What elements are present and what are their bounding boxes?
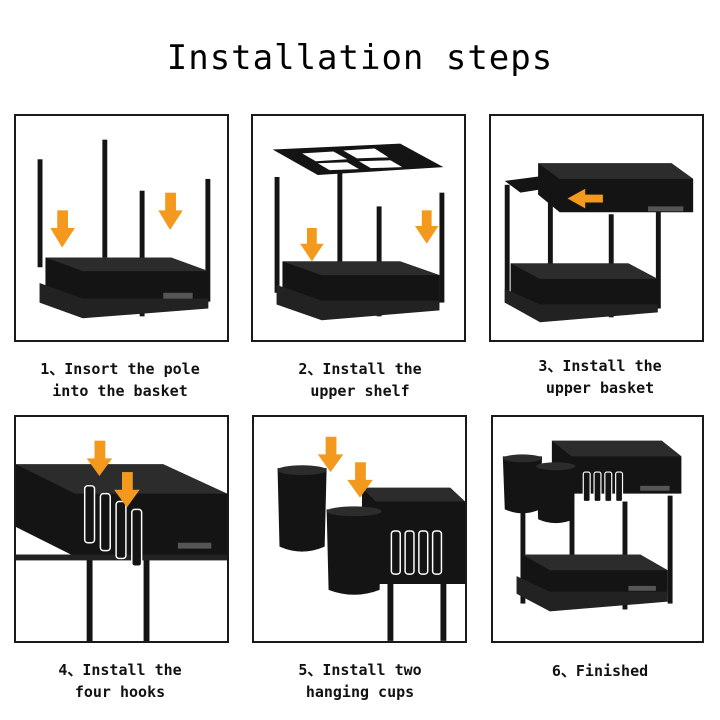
- caption-line-1: 6、Finished: [551, 662, 649, 680]
- step-5-caption: 5、Install two hanging cups: [240, 659, 480, 703]
- step-1-caption: 1、Insort the pole into the basket: [0, 358, 240, 402]
- caption-line-1: 1、Insort the pole: [40, 360, 200, 378]
- step-1-image: [14, 114, 229, 342]
- step-5-image: [252, 415, 467, 643]
- caption-line-2: into the basket: [52, 382, 188, 400]
- caption-line-2: four hooks: [74, 683, 166, 701]
- step-3-caption: 3、Install the upper basket: [480, 355, 720, 399]
- caption-line-2: hanging cups: [305, 683, 415, 701]
- caption-line-2: upper shelf: [310, 382, 410, 400]
- step-4-caption: 4、Install the four hooks: [0, 659, 240, 703]
- step-6-image: [491, 415, 704, 643]
- page-title: Installation steps: [166, 38, 554, 78]
- caption-line-1: 2、Install the: [298, 360, 422, 378]
- step-3-image: [489, 114, 704, 342]
- caption-line-1: 4、Install the: [58, 661, 182, 679]
- caption-line-2: upper basket: [545, 379, 655, 397]
- caption-line-1: 3、Install the: [538, 357, 662, 375]
- step-2-caption: 2、Install the upper shelf: [240, 358, 480, 402]
- caption-line-1: 5、Install two: [298, 661, 422, 679]
- step-6-caption: 6、Finished: [480, 660, 720, 682]
- step-2-image: [251, 114, 466, 342]
- step-4-image: [14, 415, 229, 643]
